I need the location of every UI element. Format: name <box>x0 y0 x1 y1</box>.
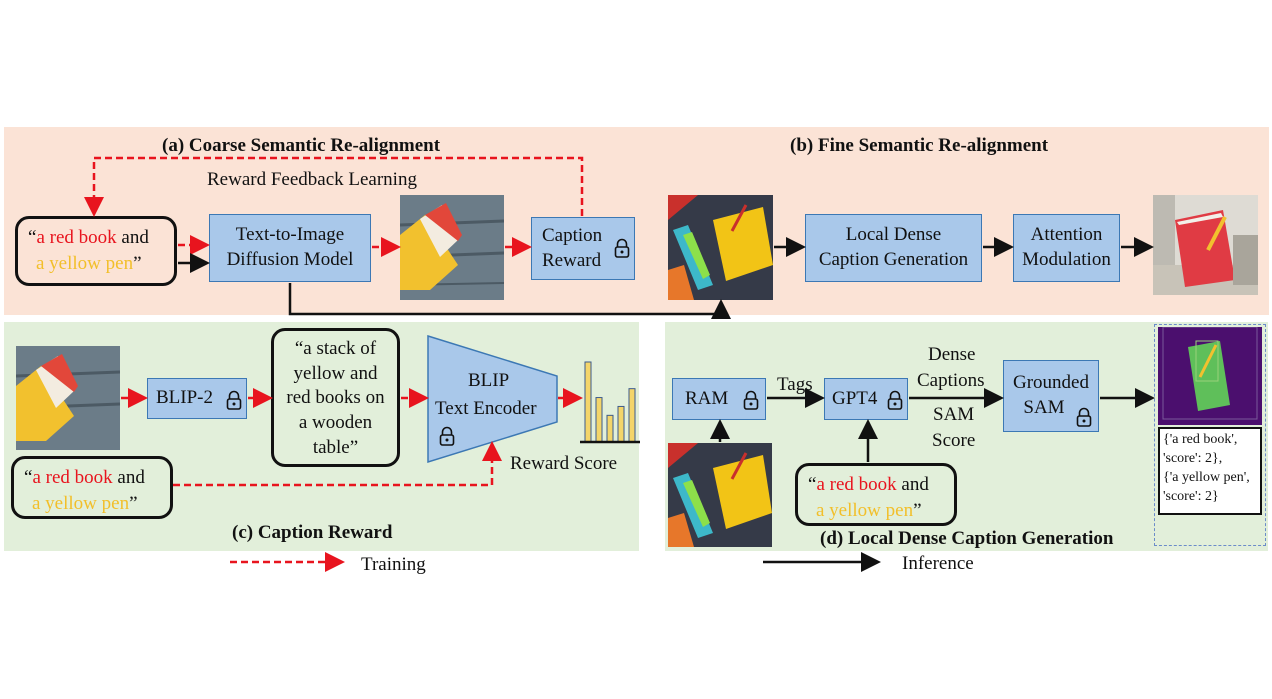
panel-d-title: (d) Local Dense Caption Generation <box>820 528 1114 549</box>
reward-bar <box>617 405 625 443</box>
panel-c-title: (c) Caption Reward <box>232 522 393 543</box>
reward-feedback-label: Reward Feedback Learning <box>207 169 417 190</box>
lock-icon <box>226 390 242 410</box>
result-box: {'a red book', 'score': 2}, {'a yellow p… <box>1158 427 1262 515</box>
sam-score-line2: Score <box>932 430 976 451</box>
lock-icon <box>439 426 455 446</box>
blip2-box: BLIP-2 <box>147 378 247 419</box>
caption-input-image-books <box>16 346 120 450</box>
legend-inference-label: Inference <box>902 553 974 574</box>
prompt-red-text: a red book <box>36 227 117 248</box>
blip-label-line1: BLIP <box>468 370 510 391</box>
caption-bubble: “a stack of yellow and red books on a wo… <box>271 328 400 467</box>
tags-label: Tags <box>777 374 813 395</box>
segmentation-mask-output: {'a red book', 'score': 2}, {'a yellow p… <box>1154 324 1266 546</box>
red-book-illustration <box>1153 195 1258 295</box>
prompt-bubble-a: “a red book and a yellow pen” <box>15 216 177 286</box>
panel-a-title: (a) Coarse Semantic Re-alignment <box>162 135 441 156</box>
input-image-desk <box>668 195 773 300</box>
ram-box: RAM <box>672 378 766 420</box>
output-image-red-book <box>1153 195 1258 295</box>
desk-illustration <box>668 195 773 300</box>
lock-icon <box>887 390 903 410</box>
dense-captions-line2: Captions <box>917 370 985 391</box>
lock-icon <box>1076 407 1092 427</box>
prompt-bubble-d: “a red book and a yellow pen” <box>795 463 957 526</box>
generated-image-books <box>400 195 504 300</box>
dense-captions-line1: Dense <box>928 344 976 365</box>
reward-bar <box>606 414 614 443</box>
reward-score-label: Reward Score <box>510 453 618 474</box>
prompt-yellow-text: a yellow <box>36 252 106 274</box>
reward-bar <box>628 388 636 443</box>
mask-illustration <box>1158 327 1262 425</box>
books-illustration <box>400 195 504 300</box>
blip-label-line2: Text Encoder <box>435 398 537 419</box>
reward-bar <box>595 397 603 443</box>
sam-score-line1: SAM <box>933 404 975 425</box>
lock-icon <box>743 390 759 410</box>
reward-score-chart <box>580 361 640 444</box>
legend-training-label: Training <box>361 554 426 575</box>
reward-bar <box>584 361 592 443</box>
desk-illustration-small <box>668 443 772 547</box>
local-input-image-desk <box>668 443 772 547</box>
books-illustration-small <box>16 346 120 450</box>
panel-b-title: (b) Fine Semantic Re-alignment <box>790 135 1049 156</box>
lock-icon <box>614 238 630 258</box>
prompt-bubble-c: “a red book and a yellow pen” <box>11 456 173 519</box>
gpt4-box: GPT4 <box>824 378 908 420</box>
